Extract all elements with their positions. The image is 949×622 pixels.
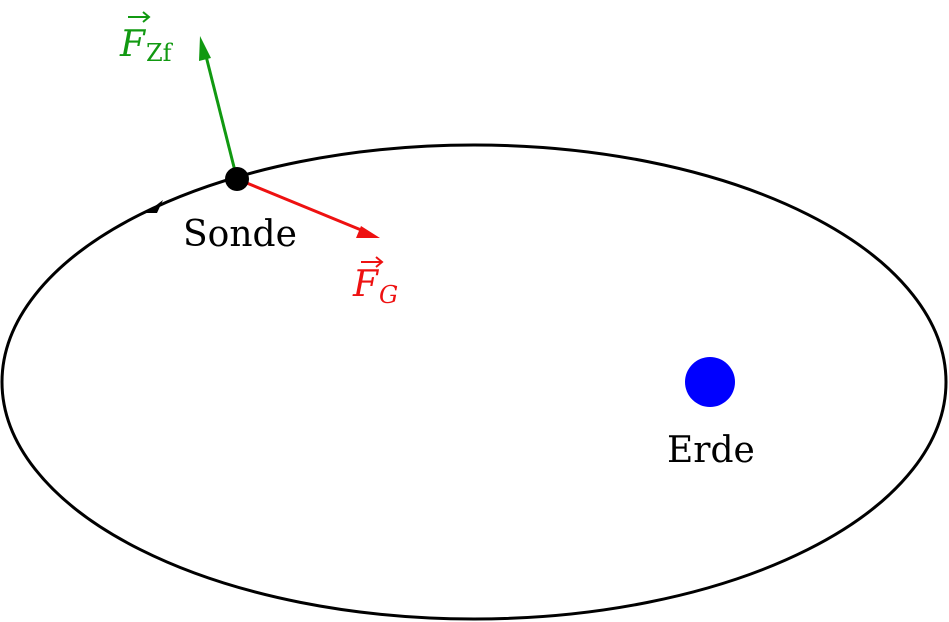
gravity-force-arrow-shaft [236,177,367,234]
centrifugal-force-arrow-shaft [203,51,239,180]
centrifugal-force-arrowhead [199,36,211,61]
gravity-force-arrowhead [356,226,380,238]
gravity-force-label: F G [352,256,398,309]
earth-dot [685,357,735,407]
gravity-force-subscript: G [379,281,398,309]
probe-dot [225,167,249,191]
centrifugal-force-label: F Zf [119,11,174,67]
vector-arrow-icon [128,11,151,23]
earth-label: Erde [667,430,755,471]
probe-label: Sonde [183,214,297,255]
orbit-direction-arrowhead [146,200,163,213]
vector-arrow-icon [361,256,384,268]
centrifugal-force-symbol: F [119,24,147,65]
centrifugal-force-subscript: Zf [146,39,174,67]
gravity-force-symbol: F [352,264,380,305]
orbit-ellipse [0,143,948,621]
